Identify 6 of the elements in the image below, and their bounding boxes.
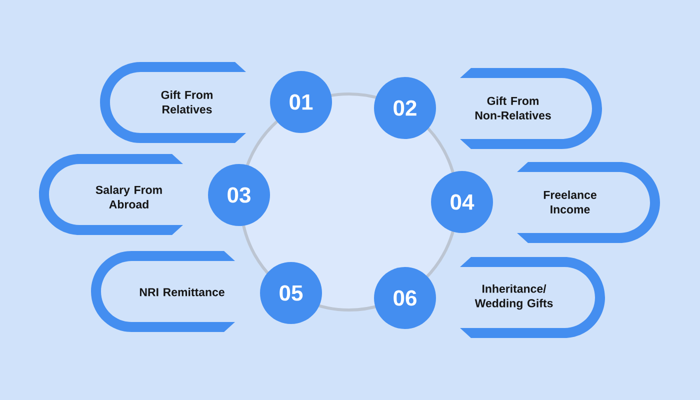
pill-box: Freelance Income [517,162,660,243]
pill-box: NRI Remittance [91,251,235,332]
pill-box: Inheritance/ Wedding Gifts [460,257,605,338]
pill-box: Gift From Relatives [100,62,246,143]
pill-box: Gift From Non-Relatives [460,68,602,149]
pill-box: Salary From Abroad [39,154,183,235]
